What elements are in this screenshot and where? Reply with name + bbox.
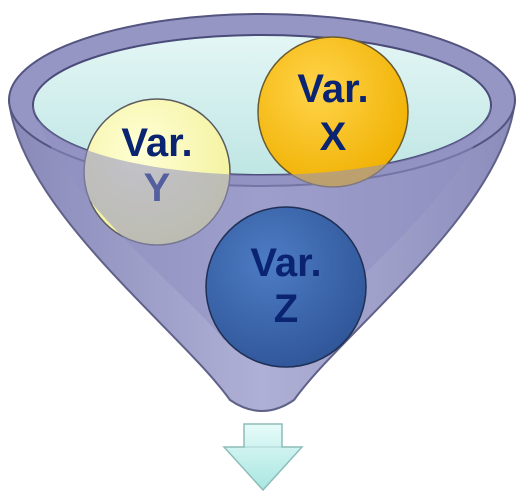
ball-var-y-line1: Var. (121, 121, 192, 165)
ball-var-z-line2: Z (274, 287, 298, 331)
ball-var-z: Var. Z (205, 206, 367, 368)
ball-var-x: Var. X (257, 36, 409, 188)
ball-var-x-line2: X (320, 115, 347, 159)
ball-var-x-line1: Var. (297, 67, 368, 111)
ball-var-z-line1: Var. (250, 241, 321, 285)
down-arrow-icon (222, 423, 304, 492)
